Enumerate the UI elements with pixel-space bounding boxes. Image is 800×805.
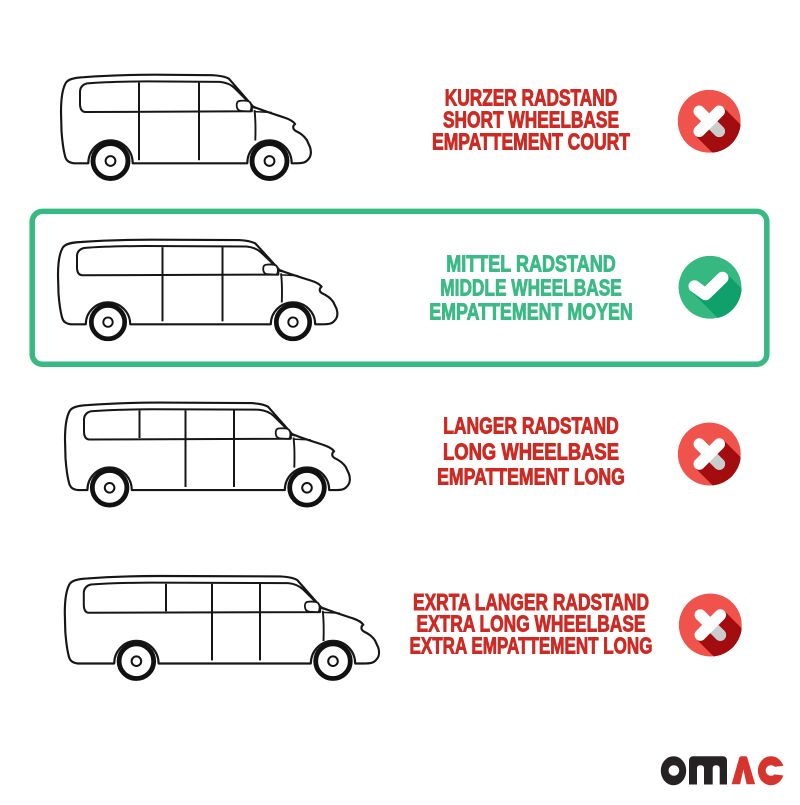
svg-text:EMPATTEMENT MOYEN: EMPATTEMENT MOYEN — [429, 299, 633, 325]
svg-text:SHORT WHEELBASE: SHORT WHEELBASE — [443, 106, 619, 132]
svg-text:LONG WHEELBASE: LONG WHEELBASE — [443, 439, 619, 465]
svg-text:MIDDLE WHEELBASE: MIDDLE WHEELBASE — [440, 274, 622, 300]
svg-text:EXTRA EMPATTEMENT LONG: EXTRA EMPATTEMENT LONG — [410, 633, 653, 659]
svg-text:EMPATTEMENT LONG: EMPATTEMENT LONG — [437, 464, 625, 490]
svg-text:EXRTA LANGER RADSTAND: EXRTA LANGER RADSTAND — [413, 589, 649, 615]
svg-text:EXTRA LONG WHEELBASE: EXTRA LONG WHEELBASE — [417, 611, 646, 637]
svg-text:LANGER RADSTAND: LANGER RADSTAND — [443, 412, 619, 438]
svg-text:KURZER RADSTAND: KURZER RADSTAND — [445, 84, 618, 110]
svg-text:MITTEL RADSTAND: MITTEL RADSTAND — [446, 250, 616, 276]
svg-text:EMPATTEMENT COURT: EMPATTEMENT COURT — [432, 128, 630, 154]
